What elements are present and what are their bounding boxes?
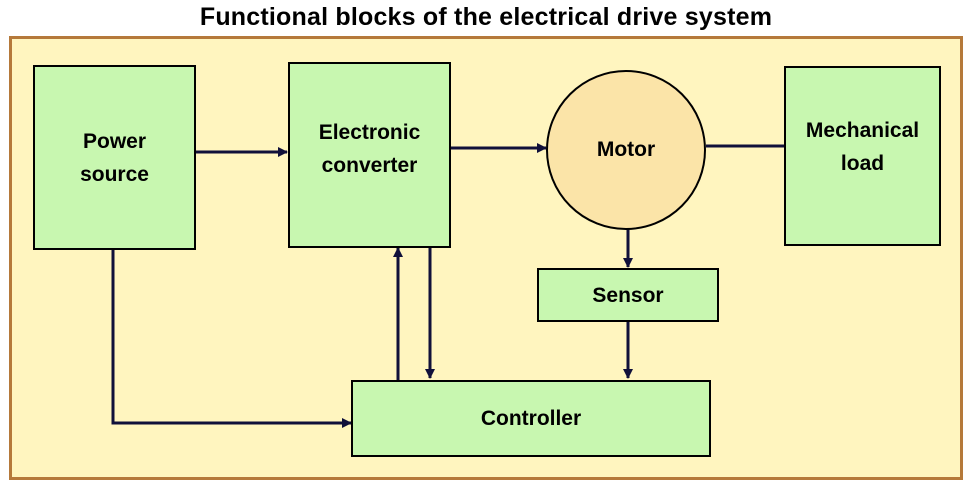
controller-block: Controller bbox=[351, 380, 711, 457]
sensor-block: Sensor bbox=[537, 268, 719, 322]
motor-circle: Motor bbox=[546, 70, 706, 230]
diagram-title: Functional blocks of the electrical driv… bbox=[199, 3, 773, 31]
mechanical-load-block: Mechanical load bbox=[784, 66, 941, 246]
electronic-converter-block: Electronic converter bbox=[288, 62, 451, 248]
power-source-block: Power source bbox=[33, 65, 196, 250]
